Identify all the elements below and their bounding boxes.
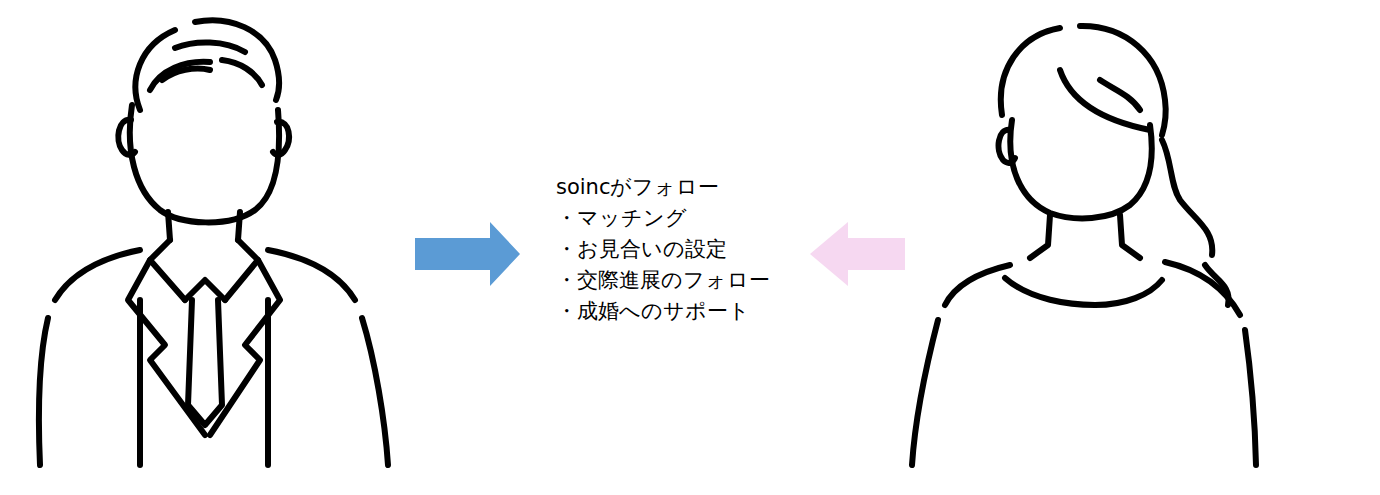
list-item: ・お見合いの設定 <box>556 234 727 264</box>
heading-text: soincがフォロー <box>556 172 719 202</box>
list-item: ・交際進展のフォロー <box>556 265 770 295</box>
list-item: ・成婚へのサポート <box>556 296 750 326</box>
man-figure <box>39 20 388 465</box>
blue-arrow <box>415 222 520 286</box>
list-item: ・マッチング <box>556 203 687 233</box>
pink-arrow <box>810 222 905 286</box>
woman-figure <box>912 26 1256 465</box>
